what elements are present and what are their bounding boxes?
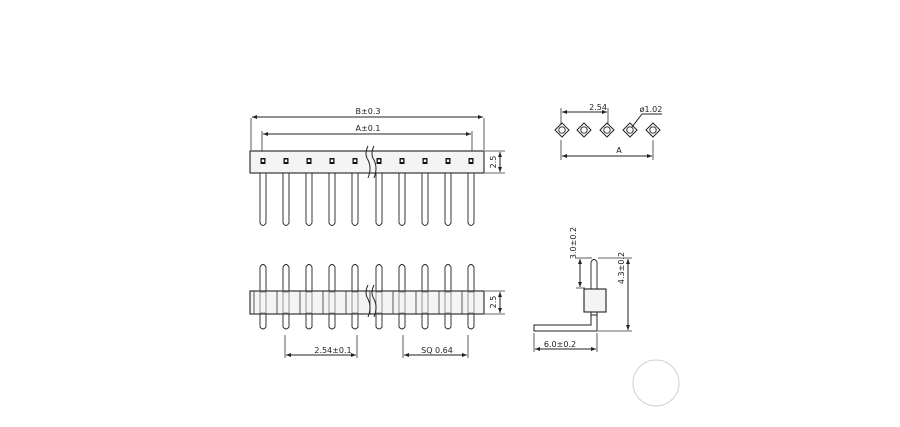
- pattern-hole-circle: [558, 126, 566, 134]
- front-view: B±0.3 A±0.1 2.5: [249, 107, 505, 226]
- front-pin-top-hole: [423, 159, 427, 162]
- bottom-pin-tail: [421, 264, 429, 292]
- bottom-pin-stub: [467, 313, 475, 330]
- bottom-pin-tail: [259, 264, 267, 292]
- front-pin-top-hole: [400, 159, 404, 162]
- front-pin-leg: [467, 172, 475, 226]
- side-view: 3.0±0.2 4.3±0.2 6.0±0.2: [533, 227, 632, 352]
- front-height-label: 2.5: [489, 156, 498, 169]
- front-pin-leg: [421, 172, 429, 226]
- pattern-hole-circle: [580, 126, 588, 134]
- bottom-pin-tail: [467, 264, 475, 292]
- front-pin-leg: [328, 172, 336, 226]
- bottom-pin-tail: [305, 264, 313, 292]
- bottom-pin-tail: [282, 264, 290, 292]
- front-pin-top-hole: [469, 159, 473, 162]
- body-pin-slot: [444, 291, 452, 314]
- front-pin-leg: [305, 172, 313, 226]
- front-pin-leg: [398, 172, 406, 226]
- bottom-pin-stub: [328, 313, 336, 330]
- body-pin-slot: [375, 291, 383, 314]
- bottom-pin-stub: [444, 313, 452, 330]
- pattern-a-label: A: [616, 146, 622, 155]
- body-pin-slot: [282, 291, 290, 314]
- bottom-pin-tail: [351, 264, 359, 292]
- pattern-pitch-label: 2.54: [589, 103, 607, 112]
- bottom-pin-stub: [351, 313, 359, 330]
- body-pin-slot: [351, 291, 359, 314]
- bottom-pin-stub: [305, 313, 313, 330]
- bottom-pin-stub: [398, 313, 406, 330]
- hole-pattern-view: 2.54 ø1.02 A: [554, 103, 663, 160]
- body-pin-slot: [467, 291, 475, 314]
- front-pin-top-hole: [284, 159, 288, 162]
- front-pin-leg: [444, 172, 452, 226]
- front-body: [249, 150, 485, 174]
- bottom-body-segments: [253, 291, 475, 314]
- circle-outline-icon: [632, 359, 680, 407]
- pitch-bottom-label: 2.54±0.1: [314, 346, 351, 355]
- side-length-label: 6.0±0.2: [544, 340, 576, 349]
- body-pin-slot: [259, 291, 267, 314]
- a-dimension-label: A±0.1: [356, 124, 381, 133]
- bottom-body: [249, 290, 485, 315]
- front-pin-leg: [375, 172, 383, 226]
- bottom-pin-stub: [282, 313, 290, 330]
- front-pin-leg: [282, 172, 290, 226]
- front-pin-top-hole: [330, 159, 334, 162]
- body-pin-slot: [398, 291, 406, 314]
- pattern-holes: [554, 122, 661, 138]
- body-pin-slot: [305, 291, 313, 314]
- pattern-hole-diamond: [576, 122, 592, 138]
- body-pin-slot: [328, 291, 336, 314]
- bottom-pin-tail: [444, 264, 452, 292]
- pattern-hole-circle: [626, 126, 634, 134]
- bottom-pins-top: [259, 264, 475, 292]
- pattern-hole-diamond: [622, 122, 638, 138]
- bottom-view: 2.5 2.54±0.1 SQ 0.64: [249, 264, 505, 358]
- front-pin-leg: [351, 172, 359, 226]
- bottom-pin-stub: [259, 313, 267, 330]
- front-pin-leg: [259, 172, 267, 226]
- side-top-label: 3.0±0.2: [569, 227, 578, 259]
- pattern-hole-circle: [603, 126, 611, 134]
- b-dimension-label: B±0.3: [356, 107, 381, 116]
- bottom-pin-tail: [398, 264, 406, 292]
- bottom-pin-tail: [375, 264, 383, 292]
- front-pin-top-hole: [307, 159, 311, 162]
- pattern-hole-circle: [649, 126, 657, 134]
- pin-square-label: SQ 0.64: [421, 346, 453, 355]
- bottom-pin-tail: [328, 264, 336, 292]
- front-pin-top-hole: [261, 159, 265, 162]
- pattern-hole-diamond: [645, 122, 661, 138]
- front-pin-top-hole: [353, 159, 357, 162]
- hole-diameter-label: ø1.02: [640, 105, 663, 114]
- front-pin-top-hole: [377, 159, 381, 162]
- front-pins: [259, 158, 475, 226]
- side-pin-lower: [533, 312, 598, 332]
- pattern-hole-diamond: [554, 122, 570, 138]
- body-pin-slot: [421, 291, 429, 314]
- pattern-hole-diamond: [599, 122, 615, 138]
- front-break-mark: [365, 145, 371, 179]
- front-pin-top-hole: [446, 159, 450, 162]
- side-body: [583, 288, 607, 313]
- bottom-pin-stub: [421, 313, 429, 330]
- side-height-label: 4.3±0.2: [617, 252, 626, 284]
- bottom-pins-low: [259, 313, 475, 330]
- bottom-height-label: 2.5: [489, 296, 498, 309]
- bottom-pin-stub: [375, 313, 383, 330]
